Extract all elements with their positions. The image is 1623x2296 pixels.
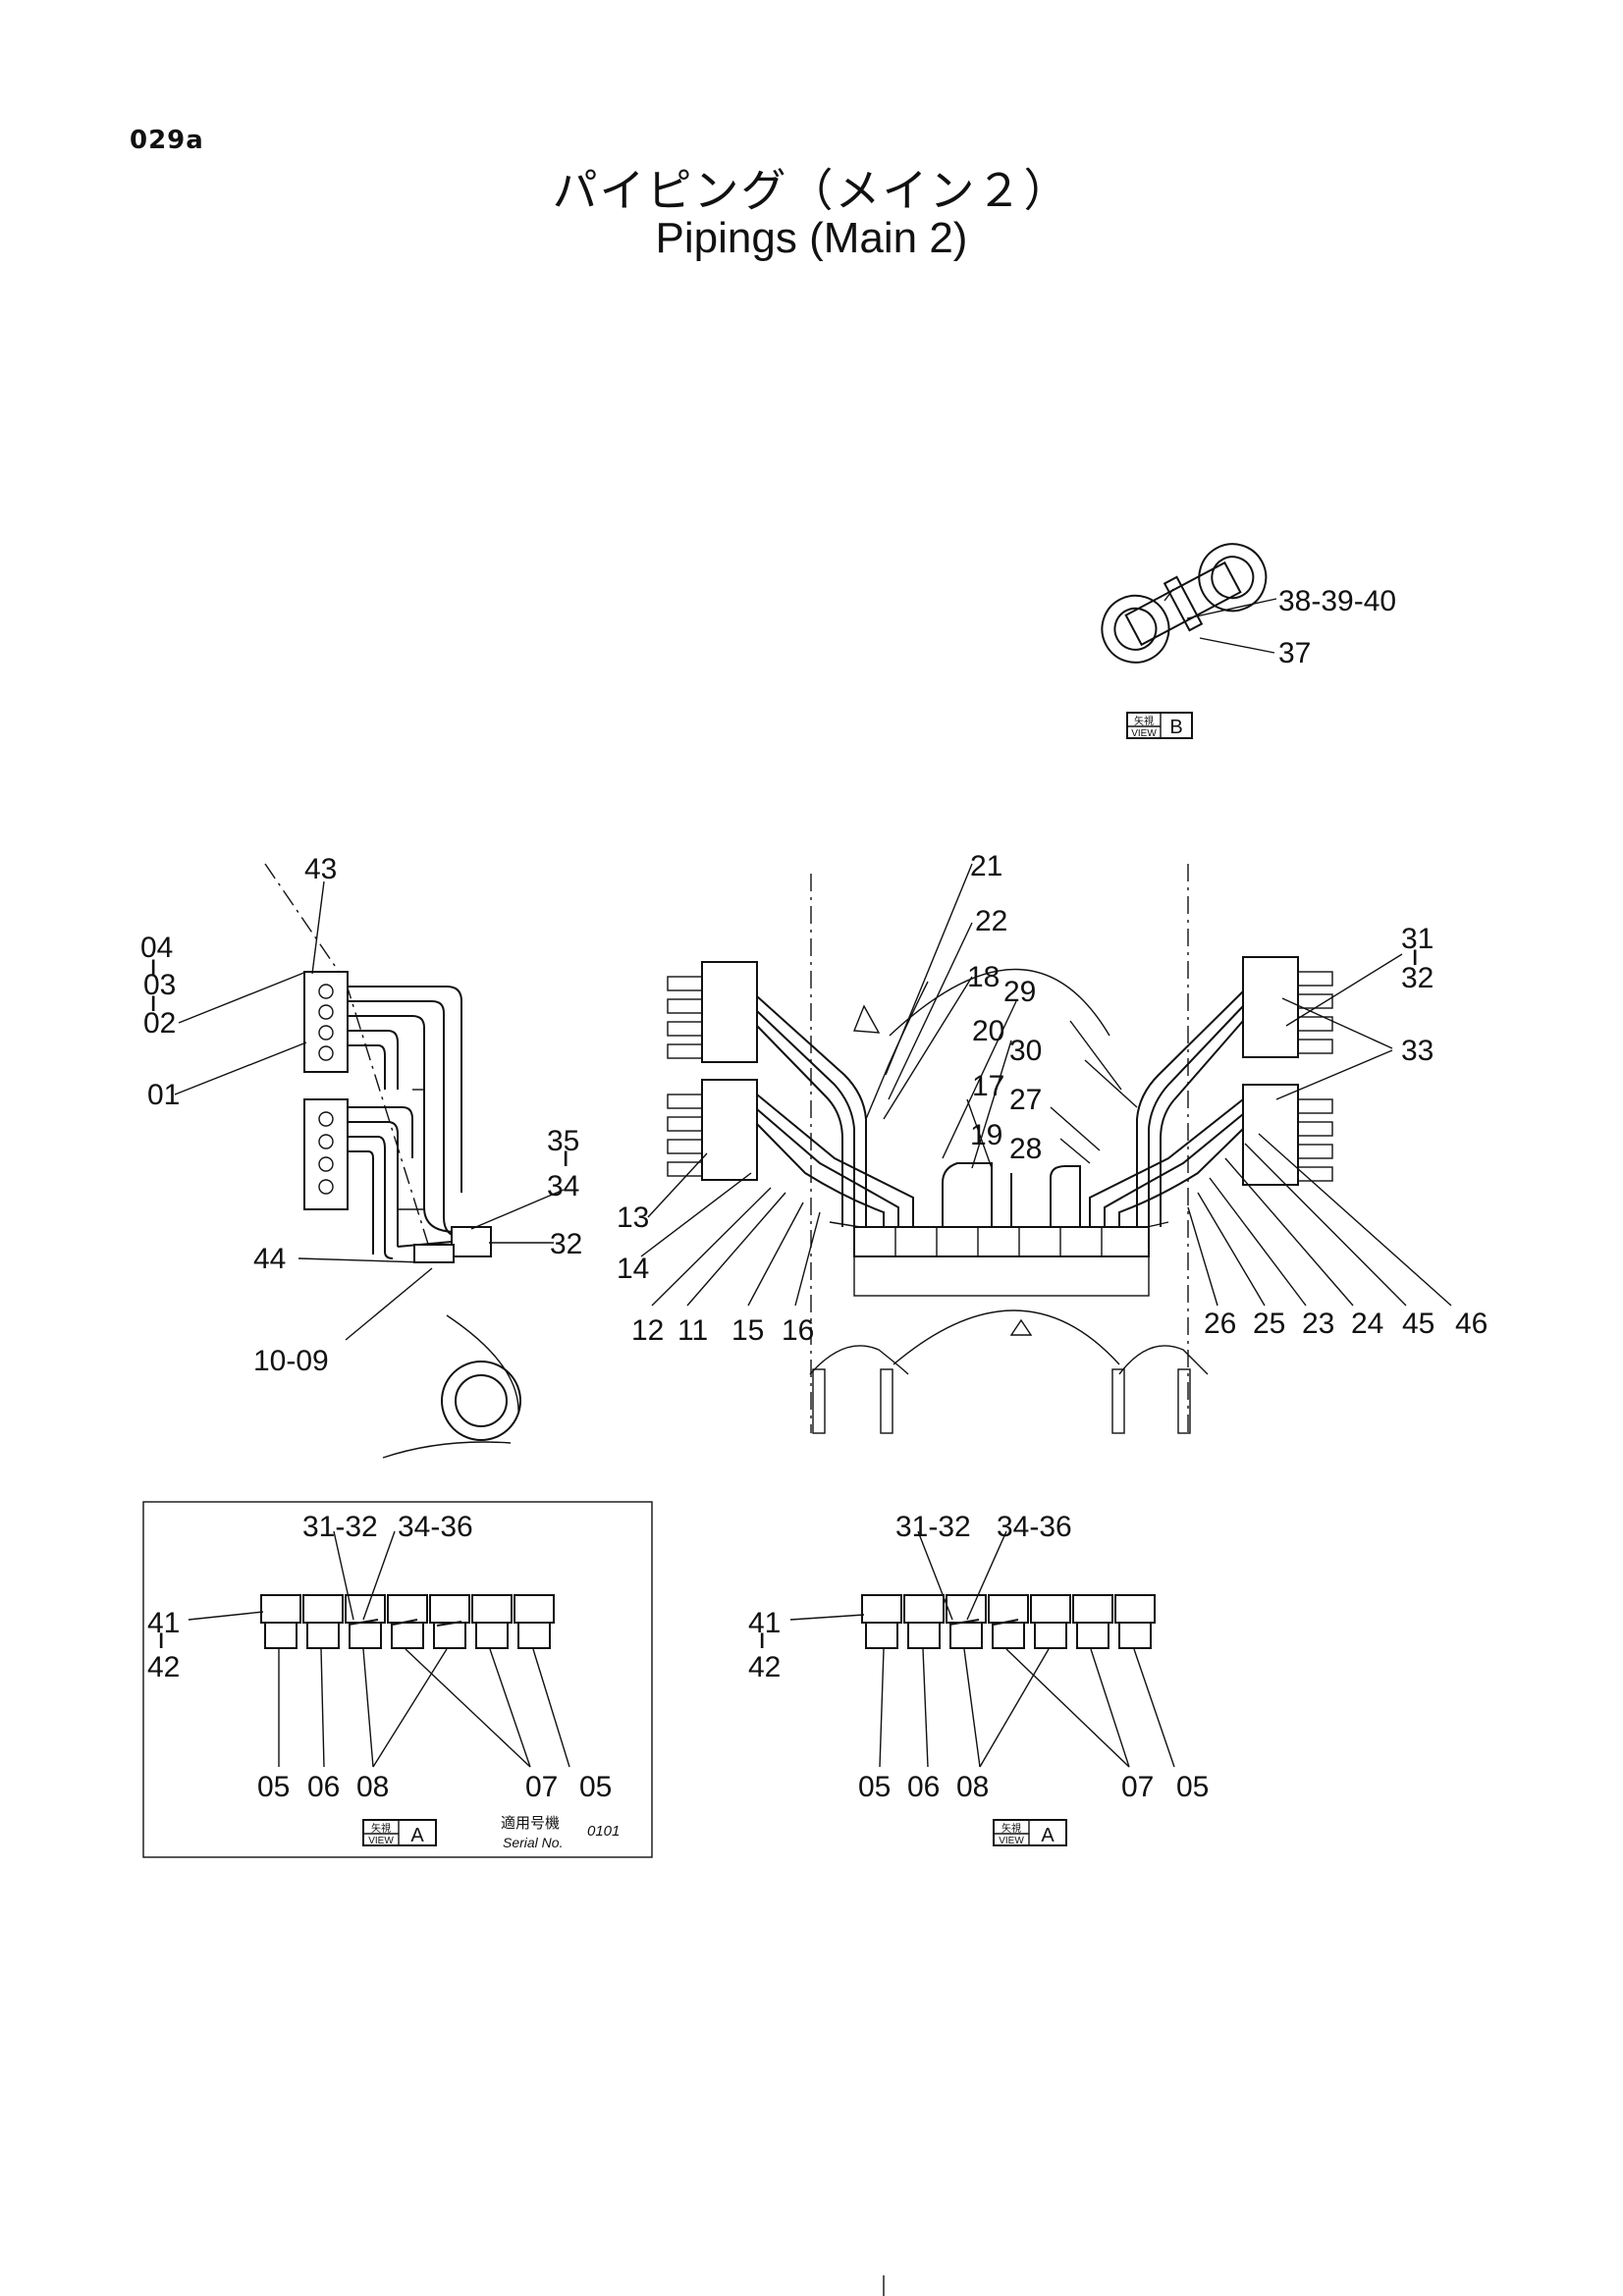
svg-text:矢視: 矢視 [1001, 1822, 1021, 1835]
page-code: 029a [130, 126, 204, 155]
label-01: 01 [147, 1079, 180, 1111]
label-14: 14 [617, 1253, 649, 1285]
main-front-view-drawing: 21 22 18 29 20 30 17 27 19 28 31 ı 32 33… [617, 850, 1488, 1434]
view-a-right-label-05b: 05 [1176, 1771, 1209, 1803]
svg-text:ı: ı [149, 949, 157, 982]
label-12: 12 [631, 1314, 664, 1347]
label-16: 16 [782, 1314, 814, 1347]
label-10-09: 10-09 [253, 1345, 329, 1377]
view-a-right-label-06: 06 [907, 1771, 940, 1803]
label-26: 26 [1204, 1308, 1236, 1340]
svg-text:ı: ı [758, 1623, 766, 1655]
view-b-clamp-drawing: 38-39-40 37 矢視 VIEW B [1101, 543, 1396, 739]
label-11: 11 [677, 1314, 708, 1347]
label-37: 37 [1278, 637, 1311, 669]
label-27: 27 [1009, 1084, 1042, 1116]
view-a-left-label-31-32: 31-32 [302, 1511, 378, 1543]
label-17: 17 [972, 1070, 1004, 1102]
view-b-letter: B [1169, 717, 1182, 738]
label-04: 04 [140, 932, 173, 964]
view-a-left-label-05a: 05 [257, 1771, 290, 1803]
label-32-left: 32 [550, 1228, 582, 1260]
label-31: 31 [1401, 923, 1434, 955]
svg-text:VIEW: VIEW [999, 1836, 1024, 1846]
view-a-left-label-42: 42 [147, 1651, 180, 1683]
label-35: 35 [547, 1125, 579, 1157]
label-43: 43 [304, 853, 337, 885]
view-a-left-label-06: 06 [307, 1771, 340, 1803]
view-a-left-label-05b: 05 [579, 1771, 612, 1803]
view-a-right-drawing: 31-32 34-36 41 ı 42 05 06 08 07 05 矢視 VI… [748, 1511, 1209, 1846]
view-a-right-label-41: 41 [748, 1607, 781, 1639]
label-19: 19 [970, 1119, 1002, 1151]
svg-text:ı: ı [1411, 939, 1419, 972]
label-23: 23 [1302, 1308, 1334, 1340]
label-25: 25 [1253, 1308, 1285, 1340]
view-a-right-label-31-32: 31-32 [895, 1511, 971, 1543]
label-44: 44 [253, 1243, 286, 1275]
view-a-right-label-08: 08 [956, 1771, 989, 1803]
label-18: 18 [967, 961, 1000, 993]
view-a-left-label-07: 07 [525, 1771, 558, 1803]
view-a-right-label-05a: 05 [858, 1771, 891, 1803]
label-28: 28 [1009, 1133, 1042, 1165]
view-a-right-label-07: 07 [1121, 1771, 1154, 1803]
view-a-left-label-41: 41 [147, 1607, 180, 1639]
label-22: 22 [975, 905, 1007, 937]
label-32-right: 32 [1401, 962, 1434, 994]
label-02: 02 [143, 1007, 176, 1040]
view-a-right-tag: 矢視 VIEW A [993, 1819, 1067, 1846]
title-japanese: パイピング（メイン２） [552, 164, 1071, 217]
view-a-left-tag: 矢視 VIEW A [362, 1819, 437, 1846]
label-30: 30 [1009, 1035, 1042, 1067]
view-a-left-label-08: 08 [356, 1771, 389, 1803]
label-45: 45 [1402, 1308, 1434, 1340]
svg-text:VIEW: VIEW [368, 1836, 394, 1846]
label-03: 03 [143, 969, 176, 1001]
svg-text:VIEW: VIEW [1131, 728, 1157, 739]
label-33: 33 [1401, 1035, 1434, 1067]
view-a-right-label-42: 42 [748, 1651, 781, 1683]
label-15: 15 [731, 1314, 764, 1347]
label-21: 21 [970, 850, 1002, 882]
label-34: 34 [547, 1170, 579, 1202]
view-a-right-letter: A [1041, 1825, 1055, 1846]
view-a-right-label-34-36: 34-36 [997, 1511, 1072, 1543]
label-20: 20 [972, 1015, 1004, 1047]
svg-text:ı: ı [157, 1623, 165, 1655]
label-38-39-40: 38-39-40 [1278, 585, 1396, 617]
svg-text:ı: ı [149, 986, 157, 1018]
label-24: 24 [1351, 1308, 1383, 1340]
label-29: 29 [1003, 976, 1036, 1008]
left-side-view-drawing: 43 04 ı 03 ı 02 01 35 ı 34 32 44 10-09 [140, 853, 582, 1459]
label-46: 46 [1455, 1308, 1488, 1340]
view-a-left-drawing: 31-32 34-36 41 ı 42 05 06 08 07 05 矢視 VI… [142, 1501, 653, 1858]
view-a-left-valve-row [260, 1594, 555, 1649]
svg-text:矢視: 矢視 [371, 1822, 391, 1835]
serial-label-jp: 適用号機 [501, 1814, 560, 1832]
svg-text:矢視: 矢視 [1134, 715, 1154, 727]
title-english: Pipings (Main 2) [655, 214, 968, 262]
view-b-tag: 矢視 VIEW B [1126, 712, 1193, 739]
view-a-right-valve-row [861, 1594, 1156, 1649]
svg-text:ı: ı [562, 1141, 569, 1173]
view-a-left-label-34-36: 34-36 [398, 1511, 473, 1543]
label-13: 13 [617, 1201, 649, 1234]
view-a-left-letter: A [410, 1825, 424, 1846]
serial-value: 0101 [587, 1823, 620, 1840]
serial-label-en: Serial No. [503, 1835, 563, 1850]
